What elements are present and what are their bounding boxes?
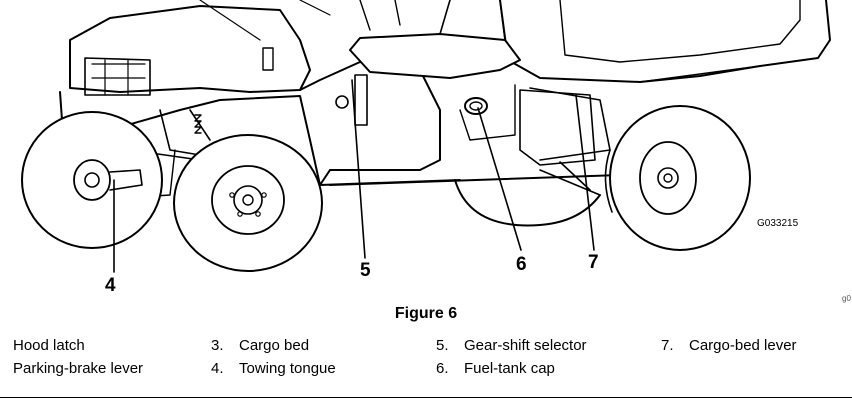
callout-5: 5 — [360, 260, 371, 281]
legend-item-cargo-bed-lever: 7. Cargo-bed lever — [661, 337, 797, 354]
callout-4: 4 — [105, 275, 116, 296]
vehicle-illustration — [21, 0, 831, 273]
corner-code: g0 — [842, 294, 851, 303]
legend-item-label: Parking-brake lever — [13, 360, 144, 377]
legend-item-number: 6. — [436, 360, 449, 377]
legend-item-cargo-bed: 3. Cargo bed — [211, 337, 309, 354]
legend-item-label: Cargo bed — [239, 337, 310, 354]
legend-item-parking-brake-lever: Parking-brake lever — [13, 360, 143, 377]
legend-item-label: Cargo-bed lever — [689, 337, 797, 354]
legend-item-number: 5. — [436, 337, 449, 354]
legend-item-label: Fuel-tank cap — [464, 360, 555, 377]
legend-item-label: Hood latch — [13, 337, 85, 354]
figure-caption: Figure 6 — [394, 305, 458, 322]
legend-item-number: 3. — [211, 337, 224, 354]
callout-6: 6 — [516, 254, 527, 275]
callout-7: 7 — [588, 252, 599, 273]
legend-item-number: 4. — [211, 360, 224, 377]
bottom-rule — [0, 397, 852, 398]
legend-item-towing-tongue: 4. Towing tongue — [211, 360, 336, 377]
legend-item-number: 7. — [661, 337, 674, 354]
figure-code: G033215 — [757, 218, 799, 229]
legend-item-hood-latch: Hood latch — [13, 337, 85, 354]
legend-item-gear-shift-selector: 5. Gear-shift selector — [436, 337, 587, 354]
legend-item-label: Gear-shift selector — [464, 337, 587, 354]
legend-item-label: Towing tongue — [239, 360, 336, 377]
legend-item-fuel-tank-cap: 6. Fuel-tank cap — [436, 360, 555, 377]
